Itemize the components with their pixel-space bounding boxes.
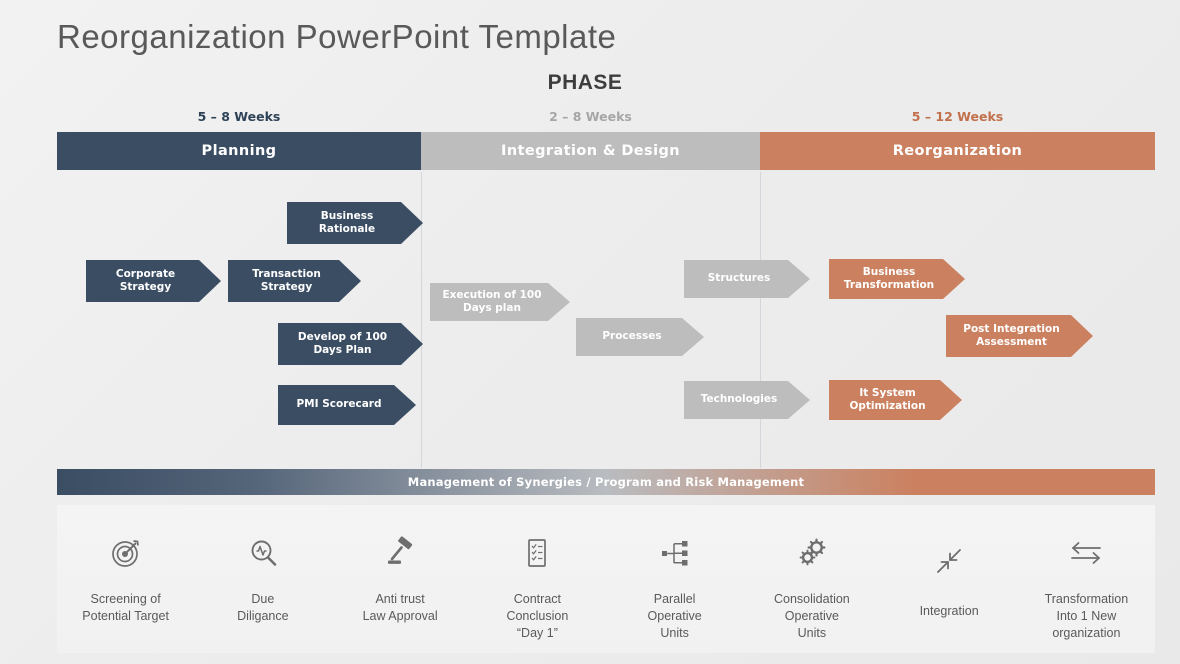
phase-heading: PHASE [547, 71, 623, 94]
arrow-pmi-scorecard[interactable]: PMI Scorecard [278, 385, 416, 425]
duration-integration: 2 – 8 Weeks [549, 109, 632, 124]
exchange-arrows-icon [1067, 525, 1105, 581]
arrow-structures[interactable]: Structures [684, 260, 810, 298]
gavel-icon [383, 525, 417, 581]
converge-arrows-icon [932, 533, 966, 589]
synergies-bar: Management of Synergies / Program and Ri… [57, 469, 1155, 495]
org-tree-icon [658, 525, 692, 581]
column-divider-left [421, 172, 422, 468]
gears-icon [795, 525, 829, 581]
checklist-icon [520, 525, 554, 581]
bottom-item-integration[interactable]: Integration [881, 505, 1018, 653]
magnifier-pulse-icon [246, 525, 280, 581]
phase-header-planning[interactable]: Planning [57, 132, 421, 170]
page-title: Reorganization PowerPoint Template [57, 18, 617, 55]
column-divider-right [760, 172, 761, 468]
phase-header-integration[interactable]: Integration & Design [421, 132, 760, 170]
phase-header-reorganization[interactable]: Reorganization [760, 132, 1155, 170]
arrow-processes[interactable]: Processes [576, 318, 704, 356]
bottom-item-label: Integration [919, 604, 979, 618]
duration-reorganization: 5 – 12 Weeks [911, 109, 1004, 124]
arrow-technologies[interactable]: Technologies [684, 381, 810, 419]
duration-planning: 5 – 8 Weeks [197, 109, 281, 124]
target-icon [109, 525, 143, 581]
